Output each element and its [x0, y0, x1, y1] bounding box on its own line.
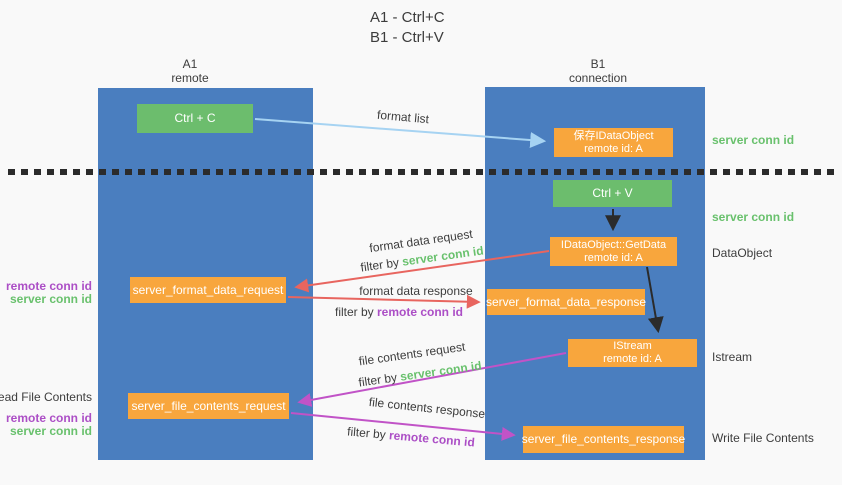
server-conn-id-text: server conn id — [9, 424, 92, 438]
file-contents-response-text: file contents response — [368, 394, 486, 422]
label-format-data-response: format data response — [359, 284, 472, 298]
title-line-1: A1 - Ctrl+C — [370, 9, 445, 26]
label-server-conn-id-1: server conn id — [10, 292, 92, 306]
label-server-conn-id-2: server conn id — [10, 424, 92, 438]
node-getdata-line1: IDataObject::GetData — [560, 238, 667, 251]
node-save-dataobject-line1: 保存IDataObject — [573, 129, 654, 142]
label-dataobject: DataObject — [712, 246, 772, 260]
dataobject-text: DataObject — [712, 246, 773, 260]
remote-conn-id-text: remote conn id — [5, 411, 92, 425]
label-filter-by-remote-conn-id-1: filter by remote conn id — [335, 305, 463, 319]
node-server-file-contents-request: server_file_contents_request — [128, 393, 289, 419]
dotted-separator — [8, 169, 834, 175]
write-file-contents-text: Write File Contents — [712, 431, 814, 445]
node-istream-line2: remote id: A — [603, 353, 662, 365]
label-filter-by-remote-conn-id-2: filter by remote conn id — [347, 424, 476, 449]
label-remote-conn-id-2: remote conn id — [6, 411, 92, 425]
title-line-2: B1 - Ctrl+V — [370, 29, 444, 46]
server-conn-id-text: server conn id — [9, 292, 92, 306]
server-conn-id-text: server conn id — [399, 358, 483, 384]
lifeline-a1-title: A1 — [182, 57, 198, 71]
istream-text: Istream — [712, 350, 753, 364]
node-ctrl-c: Ctrl + C — [137, 104, 253, 133]
node-server-file-contents-response: server_file_contents_response — [521, 426, 686, 453]
label-format-list: format list — [376, 108, 429, 126]
node-format-request-label: server_format_data_request — [132, 282, 284, 297]
format-list-text: format list — [376, 107, 430, 127]
label-write-file-contents: Write File Contents — [712, 431, 814, 445]
server-conn-id-text: server conn id — [712, 133, 795, 147]
filter-by-text: filter by — [334, 305, 377, 319]
node-istream-line1: IStream — [613, 340, 652, 352]
node-idataobject-getdata: IDataObject::GetData remote id: A — [550, 237, 677, 266]
label-remote-conn-id-1: remote conn id — [6, 279, 92, 293]
lifeline-b1-subtitle: connection — [568, 71, 628, 85]
lifeline-header-a1: A1 remote — [130, 57, 250, 85]
node-save-dataobject-line2: remote id: A — [584, 142, 643, 155]
label-read-file-contents: Read File Contents — [0, 390, 92, 404]
remote-conn-id-text: remote conn id — [5, 279, 92, 293]
diagram-title: A1 - Ctrl+C B1 - Ctrl+V — [370, 8, 445, 48]
filter-by-text: filter by — [346, 424, 390, 443]
label-file-contents-response: file contents response — [368, 395, 486, 421]
node-format-response-label: server_format_data_response — [485, 294, 647, 309]
node-file-request-label: server_file_contents_request — [131, 398, 286, 413]
format-data-response-text: format data response — [359, 284, 473, 298]
filter-by-text: filter by — [359, 254, 404, 275]
node-getdata-line2: remote id: A — [584, 251, 643, 264]
node-server-format-data-response: server_format_data_response — [485, 289, 647, 315]
label-istream: Istream — [712, 350, 752, 364]
server-conn-id-text: server conn id — [712, 210, 795, 224]
label-server-conn-id-mid: server conn id — [712, 210, 794, 224]
lifeline-header-b1: B1 connection — [538, 57, 658, 85]
lifeline-b1-title: B1 — [590, 57, 606, 71]
read-file-contents-text: Read File Contents — [0, 390, 92, 404]
node-server-format-data-request: server_format_data_request — [130, 277, 286, 303]
node-ctrl-v: Ctrl + V — [553, 180, 672, 207]
filter-by-text: filter by — [357, 369, 402, 390]
label-server-conn-id-top: server conn id — [712, 133, 794, 147]
node-file-response-label: server_file_contents_response — [521, 432, 686, 446]
node-ctrl-v-label: Ctrl + V — [592, 186, 633, 200]
lifeline-a1-subtitle: remote — [171, 71, 209, 85]
node-save-dataobject: 保存IDataObject remote id: A — [554, 128, 673, 157]
remote-conn-id-text: remote conn id — [377, 305, 464, 319]
node-ctrl-c-label: Ctrl + C — [174, 111, 216, 125]
remote-conn-id-text: remote conn id — [388, 428, 476, 450]
node-istream: IStream remote id: A — [568, 339, 697, 367]
